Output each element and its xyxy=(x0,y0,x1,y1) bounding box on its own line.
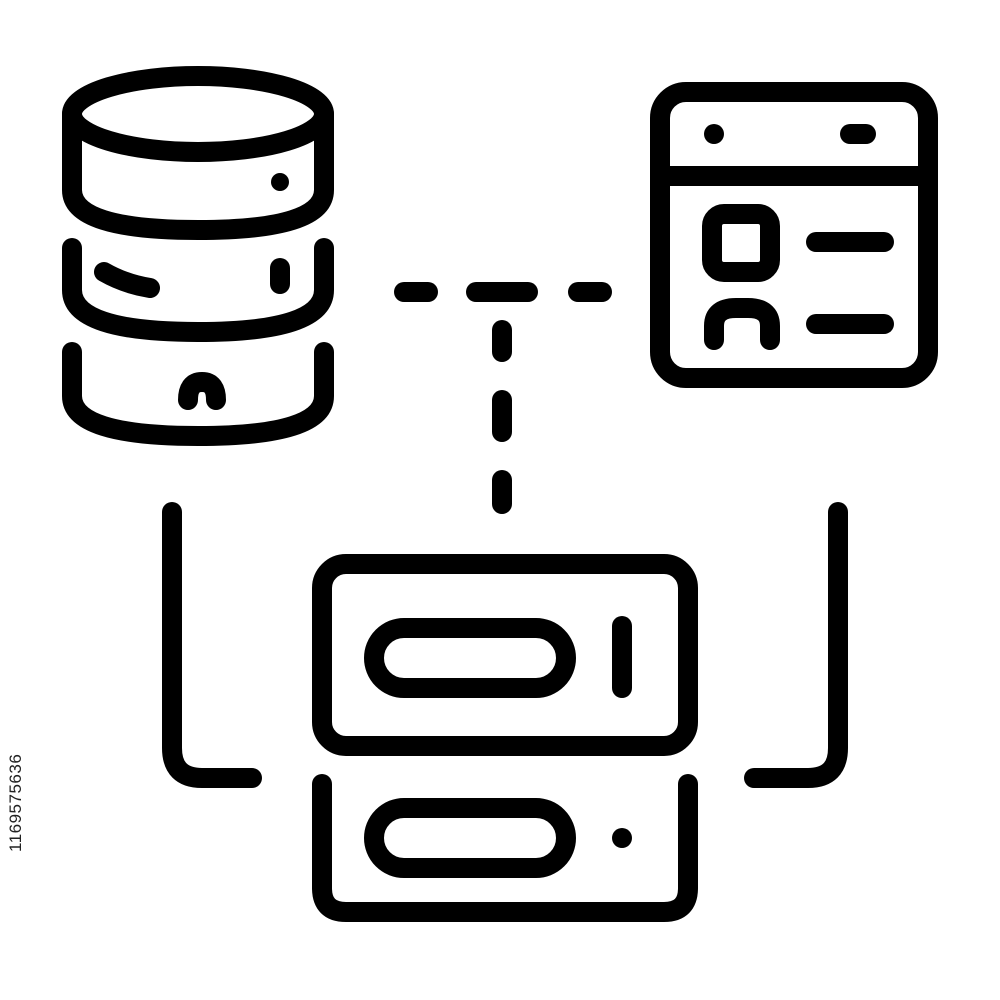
server-unit-2-led-dot xyxy=(612,828,632,848)
right-bracket xyxy=(744,502,848,788)
network-connector-lines xyxy=(394,282,612,514)
database-tier-3-mark xyxy=(178,372,226,410)
stock-id-label: 1169575636 xyxy=(6,753,25,852)
profile-body-icon xyxy=(704,298,780,350)
database-top-ellipse xyxy=(62,66,334,162)
bracket-lines xyxy=(162,502,848,788)
server-rack-icon xyxy=(312,554,698,922)
server-unit-2-drive-slot xyxy=(364,798,576,878)
database-tier-2-highlight xyxy=(94,262,160,298)
database-tier-3 xyxy=(62,342,334,446)
profile-head-icon xyxy=(702,204,780,282)
database-tier-1 xyxy=(62,104,334,240)
server-unit-1 xyxy=(312,554,698,756)
database-tier-2 xyxy=(62,238,334,342)
browser-dot-icon xyxy=(704,124,724,144)
browser-window-profile-icon xyxy=(650,82,938,388)
database-cylinder-icon xyxy=(62,66,334,446)
server-unit-2 xyxy=(312,774,698,922)
browser-window-frame xyxy=(650,82,938,388)
left-bracket xyxy=(162,502,262,788)
server-unit-1-drive-slot xyxy=(364,618,576,698)
database-indicator-dot xyxy=(271,173,289,191)
